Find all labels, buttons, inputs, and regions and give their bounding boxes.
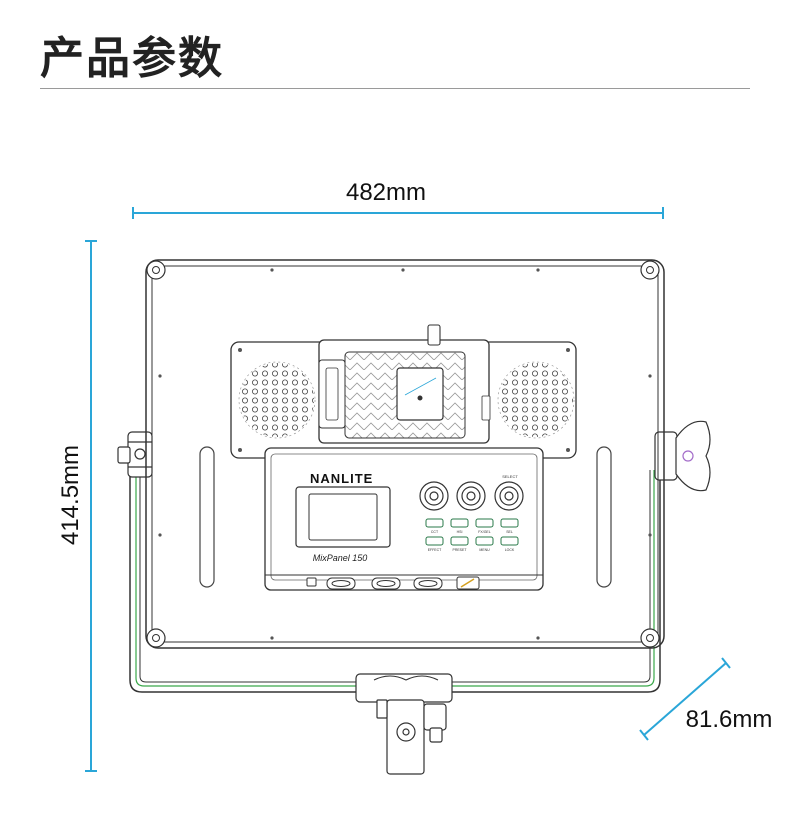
- panel-frame: [145, 259, 665, 649]
- height-dimension: 414.5mm: [57, 240, 97, 772]
- left-yoke-knob: [117, 431, 153, 478]
- page-title: 产品参数: [40, 33, 224, 84]
- knob-2: [456, 481, 486, 511]
- height-label: 414.5mm: [57, 445, 84, 545]
- left-fan-vent: [238, 361, 316, 439]
- brand-logo: NANLITE: [310, 471, 373, 486]
- fxgel-button: [475, 518, 494, 528]
- hsi-label: HSI: [457, 530, 463, 534]
- effect-button: [425, 536, 444, 546]
- hsi-button: [450, 518, 469, 528]
- menu-label: MENU: [479, 548, 490, 552]
- right-fan-vent: [497, 361, 575, 439]
- width-dimension: 482mm: [132, 179, 664, 219]
- knob-1: [419, 481, 449, 511]
- side-handles: [199, 446, 612, 588]
- battery-mount-plate: [318, 324, 491, 444]
- usb-port: [306, 577, 317, 587]
- title-divider: [40, 88, 750, 89]
- lock-button: [500, 536, 519, 546]
- effect-label: EFFECT: [428, 548, 442, 552]
- knob-3: [494, 481, 524, 511]
- depth-dimension: 81.6mm: [639, 657, 773, 741]
- depth-label: 81.6mm: [686, 706, 773, 733]
- control-panel: NANLITE MixPanel 150 SELECT CCT HSI FX/G…: [264, 447, 544, 591]
- fxgel-label: FX/GEL: [478, 530, 491, 534]
- preset-label: PRESET: [452, 548, 467, 552]
- width-label: 482mm: [346, 179, 426, 206]
- bottom-mount-clamp: [355, 673, 453, 775]
- select-knob-label: SELECT: [502, 474, 518, 479]
- sel-label: SEL: [506, 530, 513, 534]
- menu-button: [475, 536, 494, 546]
- right-yoke-knob: [654, 420, 711, 492]
- preset-button: [450, 536, 469, 546]
- cct-button: [425, 518, 444, 528]
- lock-label: LOCK: [505, 548, 515, 552]
- cct-label: CCT: [431, 530, 439, 534]
- sel-button: [500, 518, 519, 528]
- model-label: MixPanel 150: [313, 553, 368, 563]
